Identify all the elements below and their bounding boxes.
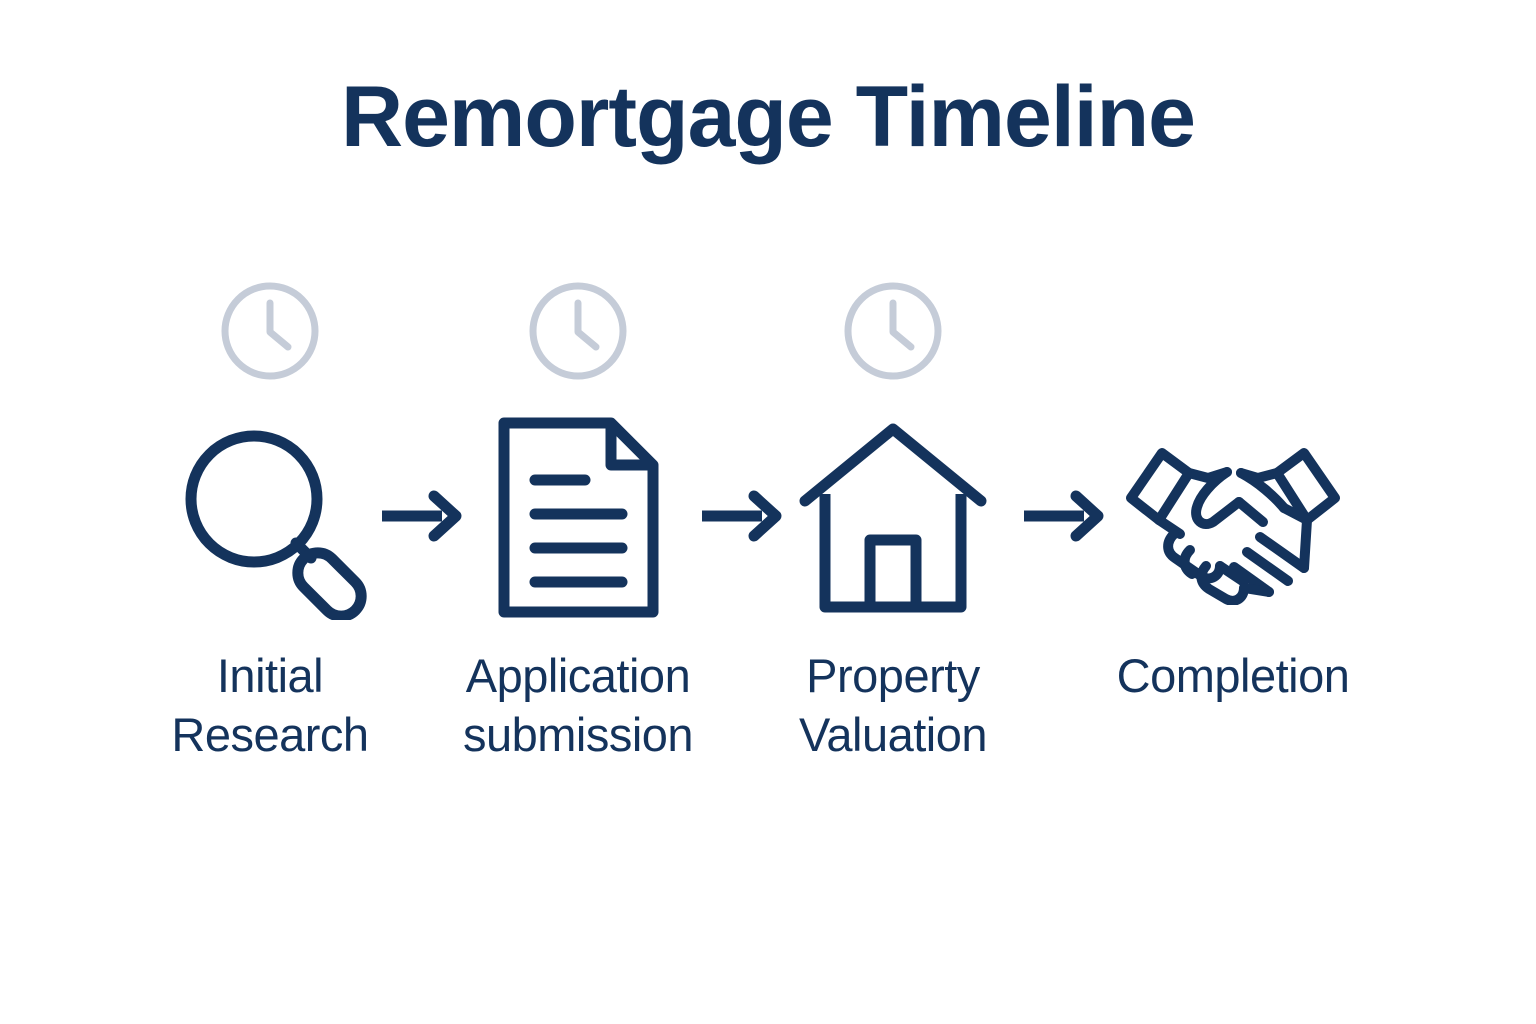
timeline-step-completion: Completion (1108, 410, 1358, 706)
page-title: Remortgage Timeline (341, 69, 1196, 165)
arrow-step-2-to-3 (700, 488, 786, 544)
house-icon (798, 410, 988, 625)
clock-icon-3 (841, 279, 945, 383)
magnifying-glass-icon (168, 410, 373, 625)
clock-icon-1 (218, 279, 322, 383)
arrow-step-3-to-4 (1022, 488, 1108, 544)
timeline-step-label: Initial Research (171, 649, 369, 761)
handshake-icon (1108, 410, 1358, 625)
timeline-step-label: Completion (1116, 649, 1350, 702)
timeline-step-initial-research: Initial Research (145, 410, 395, 765)
arrow-step-1-to-2 (380, 488, 466, 544)
timeline-step-label: Property Valuation (799, 649, 988, 761)
clock-icon-2 (526, 279, 630, 383)
timeline-step-application-submission: Application submission (453, 410, 703, 765)
document-icon (491, 410, 666, 625)
timeline-step-property-valuation: Property Valuation (768, 410, 1018, 765)
timeline-step-label: Application submission (462, 649, 694, 761)
